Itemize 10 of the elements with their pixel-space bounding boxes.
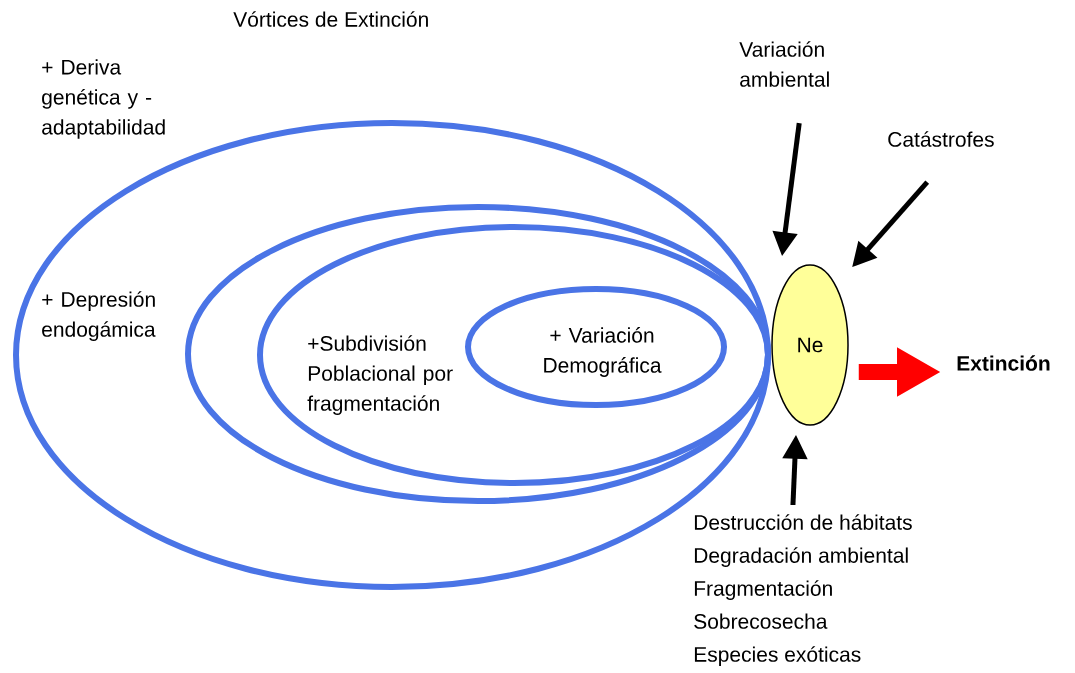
ring-label: + Deriva genética y - adaptabilidad — [42, 59, 165, 139]
ring-label: + Depresión endogámica — [42, 291, 156, 342]
factor-label: Catástrofes — [888, 131, 994, 147]
ring-label: + Variación Demográfica — [544, 327, 662, 377]
title: Vórtices de Extinción — [233, 11, 428, 27]
threat-list: Destrucción de hábitats Degradación ambiental Fragmentación Sobrecosecha Especies exóticas — [694, 514, 912, 667]
factor-label: Variación ambiental — [739, 41, 829, 87]
factor-label: Extinción — [957, 355, 1050, 371]
ring-ellipse — [185, 204, 771, 504]
ring-label: +Subdivisión Poblacional por fragmentación — [307, 335, 453, 416]
